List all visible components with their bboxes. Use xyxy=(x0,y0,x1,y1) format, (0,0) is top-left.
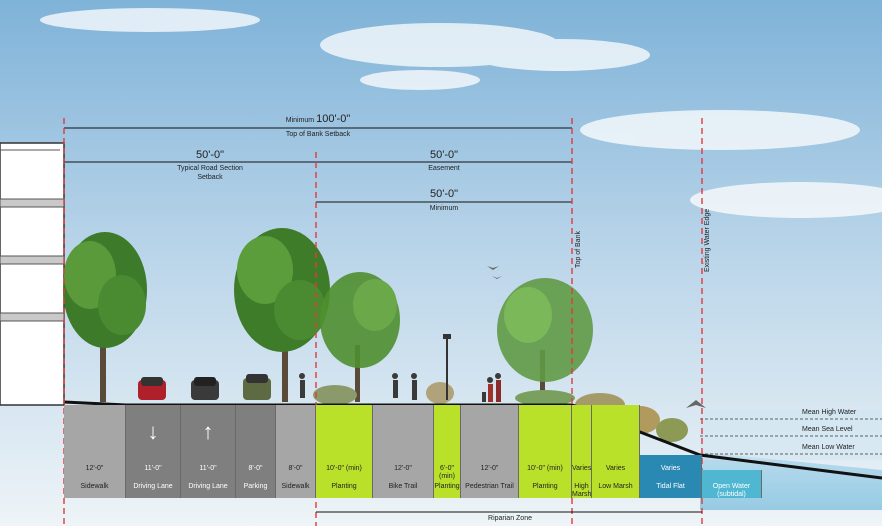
mean-high-water-label: Mean High Water xyxy=(802,409,857,416)
zone-dimension: 10'-0" (min) xyxy=(326,465,362,472)
lamp-post xyxy=(443,334,451,400)
zone-bike-trail: 12'-0" Bike Trail xyxy=(373,405,434,498)
top-of-bank-label: Top of Bank xyxy=(575,231,582,268)
zone-driving-lane: 11'-0" Driving Lane ↓ xyxy=(126,405,181,498)
zone-sidewalk: 8'-0" Sidewalk xyxy=(276,405,316,498)
zone-dimension: 12'-0" xyxy=(85,465,104,472)
water-surface xyxy=(700,410,882,460)
arrow-up-icon: ↑ xyxy=(202,419,214,444)
zone-dimension: 12'-0" xyxy=(394,465,412,472)
zone-dimension: Varies xyxy=(572,465,592,472)
typical-road-label-1: Typical Road Section xyxy=(177,165,243,172)
zone-name: Pedestrian Trail xyxy=(465,483,514,490)
zone-name: High Marsh xyxy=(572,483,592,498)
zone-name: Driving Lane xyxy=(188,483,228,490)
zone-dimension: Varies xyxy=(605,465,626,472)
zone-driving-lane: 11'-0" Driving Lane ↑ xyxy=(181,405,236,498)
road-setback-dim: 50'-0" xyxy=(195,149,225,161)
zone-dimension: 8'-0" xyxy=(288,465,303,472)
zone-dimension: 8'-0" xyxy=(248,465,263,472)
minimum-label: Minimum xyxy=(429,205,459,212)
clouds xyxy=(40,8,882,218)
zone-dimension: 12'-0" xyxy=(480,465,499,472)
mean-low-water-label: Mean Low Water xyxy=(802,444,855,451)
easement-label: Easement xyxy=(428,165,460,172)
zone-name: Parking xyxy=(243,483,268,490)
zone-name: Bike Trail xyxy=(388,483,418,490)
people xyxy=(299,373,501,402)
mean-sea-level-label: Mean Sea Level xyxy=(802,426,853,433)
building xyxy=(0,142,65,406)
zone-dimension: 11'-0" xyxy=(199,465,217,472)
trees xyxy=(63,228,688,442)
easement-dim: 50'-0" xyxy=(429,149,459,161)
top-bank-setback-label: Top of Bank Setback xyxy=(285,131,351,138)
zone-dimension: 10'-0" (min) xyxy=(527,465,563,472)
zone-dimension: 11'-0" xyxy=(144,465,162,472)
zone-name: Driving Lane xyxy=(133,483,173,490)
dimension-lines xyxy=(64,127,572,203)
typical-road-label-2: Setback xyxy=(197,174,223,181)
zone-name: Sidewalk xyxy=(281,483,310,490)
zone-name: Planting xyxy=(434,483,460,490)
zone-name: Open Water (subtidal) xyxy=(712,483,751,498)
zone-planting: 6'-0" (min) Planting xyxy=(434,405,461,498)
riparian-zone-label: Riparian Zone xyxy=(488,515,532,522)
water-level-lines xyxy=(700,418,882,455)
arrow-down-icon: ↓ xyxy=(147,419,159,444)
zone-name: Low Marsh xyxy=(598,483,633,490)
zone-name: Tidal Flat xyxy=(656,483,685,490)
zone-parking: 8'-0" Parking xyxy=(236,405,276,498)
zone-planting: 10'-0" (min) Planting xyxy=(519,405,572,498)
zone-dimension: Varies xyxy=(660,465,681,472)
zone-sidewalk: 12'-0" Sidewalk xyxy=(64,405,126,498)
zone-name: Planting xyxy=(331,483,357,490)
cars xyxy=(138,374,271,400)
zone-name: Sidewalk xyxy=(80,483,109,490)
zone-dimension: 6'-0" (min) xyxy=(439,465,455,480)
zone-pedestrian-trail: 12'-0" Pedestrian Trail xyxy=(461,405,519,498)
top-minimum-label: Minimum 100'-0" xyxy=(285,113,351,125)
zone-open-water-subtidal: Open Water (subtidal) xyxy=(702,470,762,498)
zone-planting: 10'-0" (min) Planting xyxy=(316,405,373,498)
minimum-dim: 50'-0" xyxy=(429,188,459,200)
zone-name: Planting xyxy=(532,483,558,490)
existing-water-edge-label: Existing Water Edge xyxy=(704,208,711,272)
birds xyxy=(487,266,706,408)
